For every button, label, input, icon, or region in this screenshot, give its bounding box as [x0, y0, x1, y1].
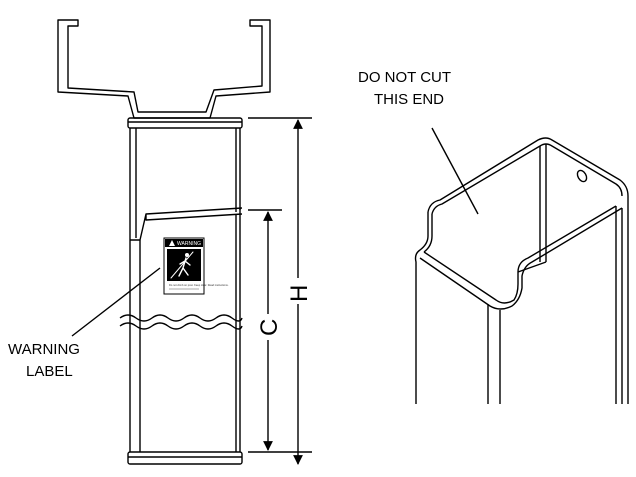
- dim-c-label: C: [256, 319, 283, 336]
- dim-h-label: H: [286, 285, 313, 302]
- warning-label-line2: LABEL: [26, 363, 73, 380]
- top-bracket: [57, 19, 271, 119]
- person-walking-icon: [170, 251, 194, 279]
- upper-post-section: [129, 128, 241, 240]
- sleeve-edge: [130, 207, 243, 241]
- warning-leader: [71, 267, 161, 337]
- do-not-cut-leader: [431, 127, 479, 215]
- lower-post-section: [129, 208, 241, 452]
- right-post-end-drawing: [414, 137, 629, 404]
- bolt-hole: [576, 169, 588, 183]
- warning-sticker: WARNING Do not climb on post. Keep clear…: [163, 237, 229, 295]
- post-top-cap: [127, 117, 243, 129]
- break-line: [119, 314, 243, 322]
- do-not-cut-line2: THIS END: [374, 91, 444, 108]
- left-post-drawing: [57, 19, 271, 465]
- do-not-cut-line1: DO NOT CUT: [358, 69, 451, 86]
- warning-label-line1: WARNING: [8, 341, 80, 358]
- post-bottom-cap: [127, 451, 243, 465]
- sticker-header: WARNING: [177, 241, 201, 247]
- sticker-fine-print: Do not climb on post. Keep clear. Read i…: [169, 283, 229, 287]
